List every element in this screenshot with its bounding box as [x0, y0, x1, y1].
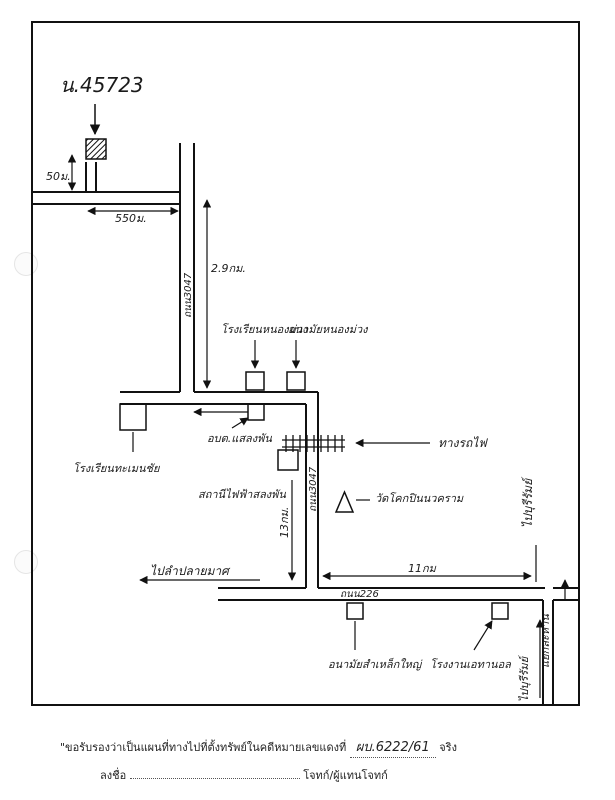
alcohol-factory-arrow	[473, 620, 493, 651]
dim-50m-label: 50ม.	[46, 170, 71, 183]
school-thamenchai-label: โรงเรียนทะเมนชัย	[73, 462, 161, 475]
sign-suffix: โจทก์/ผู้แทนโจทก์	[303, 769, 388, 782]
case-number: ผบ.6222/61	[349, 736, 436, 758]
road-226-label: ถนน226	[340, 589, 379, 600]
school-nongmuang-label: โรงเรียนหนองม่วง	[221, 323, 309, 336]
school-thamenchai-box	[119, 403, 147, 431]
temple-symbol	[334, 490, 355, 513]
binder-hole-top	[14, 252, 38, 276]
dim-29km-label: 2.9กม.	[211, 262, 246, 275]
dim-11km-label: 11กม	[408, 562, 437, 575]
binder-hole-bottom	[14, 550, 38, 574]
sao-label: อบต.แสลงพัน	[207, 432, 272, 445]
railway-label: ทางรถไฟ	[438, 436, 488, 450]
to-buriram-right-label: ไปบุรีรัมย์	[521, 476, 536, 528]
road-3047-upper-label: ถนน3047	[183, 272, 194, 318]
health-station-box	[286, 371, 306, 391]
parcel-label: น.45723	[60, 73, 144, 97]
sign-prefix: ลงชื่อ	[100, 769, 127, 782]
to-right-label: แยกละหาน	[539, 614, 552, 668]
water-tower-box	[346, 602, 364, 620]
map-frame	[31, 21, 580, 706]
certify-end: จริง	[439, 741, 457, 754]
to-buriram-bottom-label: ไปบุรีรัมย์	[518, 654, 531, 702]
to-lamplaimat-label: ไปลำปลายมาศ	[150, 564, 231, 578]
water-tower-label: อนามัยสำเหล็กใหญ่	[328, 657, 423, 671]
temple-label: วัดโคกปินนวคราม	[375, 492, 464, 505]
alcohol-factory-box	[491, 602, 509, 620]
alcohol-factory-label: โรงงานเอทานอล	[430, 658, 512, 671]
health-station-label: อนามัยหนองม่วง	[288, 323, 369, 336]
dim-550m-label: 550ม.	[115, 212, 147, 225]
sao-box	[247, 403, 265, 421]
certification-line: "ขอรับรองว่าเป็นแผนที่ทางไปที่ตั้งทรัพย์…	[60, 736, 457, 758]
road-network	[33, 143, 578, 705]
dim-13km-label: 13กม.	[278, 507, 291, 538]
certify-text: "ขอรับรองว่าเป็นแผนที่ทางไปที่ตั้งทรัพย์…	[60, 741, 347, 754]
sao-arrow	[231, 417, 249, 429]
signature-blank	[129, 768, 300, 779]
school-nongmuang-box	[245, 371, 265, 391]
parcel-marker	[85, 138, 107, 160]
signature-line: ลงชื่อ โจทก์/ผู้แทนโจทก์	[100, 766, 388, 784]
railway-line	[282, 435, 345, 452]
power-station-box	[277, 449, 299, 471]
power-station-label: สถานีไฟฟ้าสลงพัน	[198, 488, 286, 501]
road-3047-lower-label: ถนน3047	[308, 466, 319, 512]
